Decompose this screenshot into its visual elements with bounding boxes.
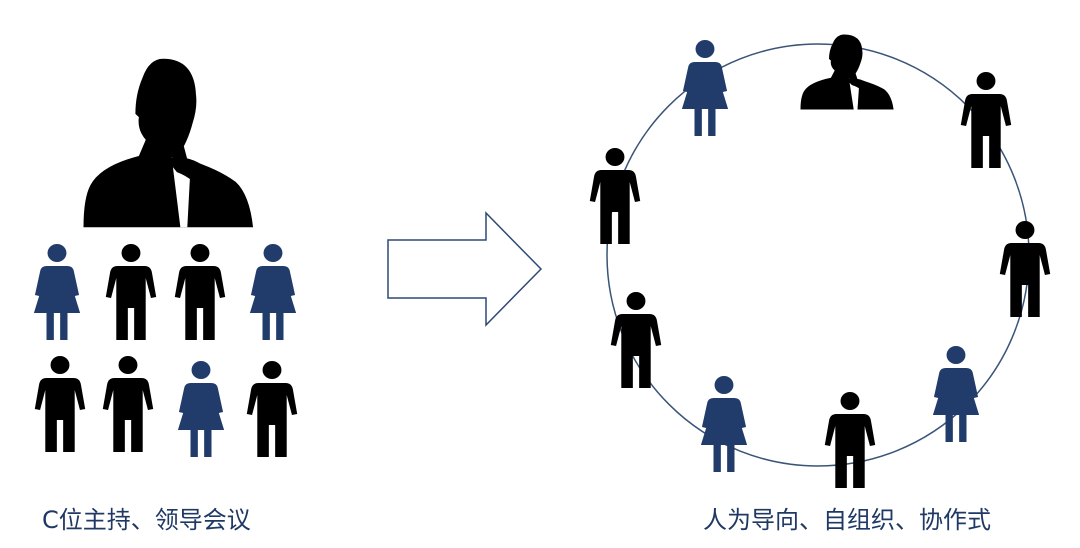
circle-member-icon	[700, 376, 748, 472]
transition-arrow-icon	[387, 211, 543, 327]
left-member-icon	[33, 244, 81, 340]
left-member-icon	[34, 356, 86, 452]
circle-member-icon	[681, 40, 729, 136]
left-member-icon	[105, 244, 157, 340]
circle-member-icon	[824, 392, 876, 488]
left-member-icon	[177, 361, 225, 457]
circle-member-icon	[999, 221, 1051, 317]
right-group	[589, 34, 1051, 488]
left-leader-icon	[83, 58, 254, 228]
left-member-icon	[249, 244, 297, 340]
caption-right: 人为导向、自组织、协作式	[703, 506, 991, 534]
left-member-icon	[246, 361, 298, 457]
left-member-icon	[102, 356, 154, 452]
caption-left: C位主持、领导会议	[42, 506, 251, 534]
left-member-icon	[174, 244, 226, 340]
circle-member-icon	[589, 148, 641, 244]
circle-member-icon	[610, 292, 662, 388]
circle-leader-icon	[800, 34, 894, 110]
left-group	[33, 58, 298, 457]
